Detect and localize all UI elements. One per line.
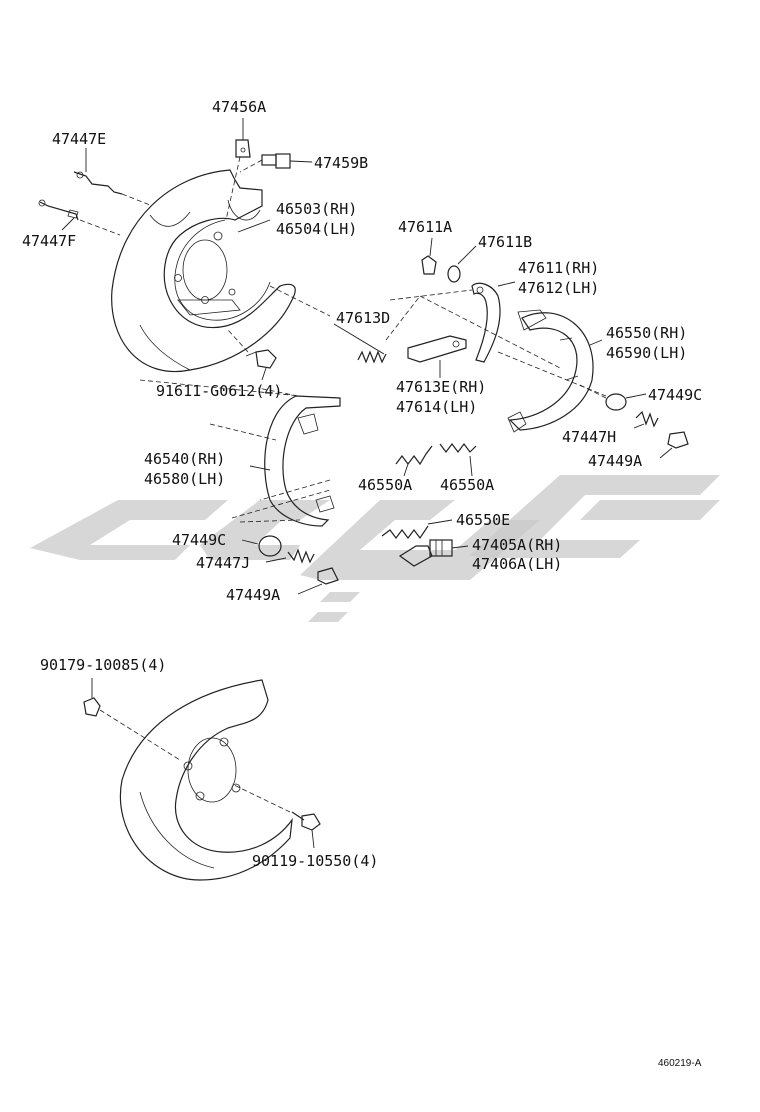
label-47406A: 47406A(LH) — [472, 555, 562, 573]
part-47449C-washer-left — [239, 519, 301, 557]
label-90119: 90119-10550(4) — [252, 852, 378, 870]
assembly-dashed-lines — [139, 285, 607, 519]
label-47449A-right: 47449A — [588, 452, 642, 470]
watermark-logo — [30, 475, 720, 622]
part-46540-shoe — [249, 387, 341, 527]
part-47613D-spring — [333, 295, 421, 364]
part-47449C-washer-right — [579, 384, 647, 411]
part-90119-bolt — [231, 783, 321, 849]
label-47459B: 47459B — [314, 154, 368, 172]
part-47447H-spring — [633, 410, 659, 429]
part-47611B-pin — [447, 245, 477, 283]
part-46550E-spring — [381, 519, 453, 540]
part-47611A-clip — [421, 237, 437, 275]
part-47449A-cup-left — [297, 567, 339, 595]
label-46550A-2: 46550A — [440, 476, 494, 494]
label-46580: 46580(LH) — [144, 470, 225, 488]
part-46550-shoe — [507, 309, 603, 433]
part-47459B-bleeder — [239, 153, 313, 173]
part-47447J-spring — [265, 548, 315, 564]
label-91611: 91611-G0612(4) — [156, 382, 282, 400]
part-46550A-spring-2 — [439, 443, 477, 477]
label-46550E: 46550E — [456, 511, 510, 529]
label-47405A: 47405A(RH) — [472, 536, 562, 554]
leader-46503 — [237, 219, 271, 233]
label-47611A: 47611A — [398, 218, 452, 236]
label-47449C-left: 47449C — [172, 531, 226, 549]
label-47611: 47611(RH) — [518, 259, 599, 277]
label-47447F: 47447F — [22, 232, 76, 250]
lower-dust-shield — [119, 679, 293, 881]
label-47613E: 47613E(RH) — [396, 378, 486, 396]
label-47447E: 47447E — [52, 130, 106, 148]
part-46550A-spring-1 — [395, 445, 433, 477]
label-46504: 46504(LH) — [276, 220, 357, 238]
reference-code: 460219-A — [658, 1058, 702, 1069]
label-46550A-1: 46550A — [358, 476, 412, 494]
label-47612: 47612(LH) — [518, 279, 599, 297]
label-47449C-right: 47449C — [648, 386, 702, 404]
label-47614: 47614(LH) — [396, 398, 477, 416]
part-labels: 47456A 47447E 47459B 46503(RH) 46504(LH)… — [22, 98, 702, 1069]
label-47447J: 47447J — [196, 554, 250, 572]
part-47456A-clip — [225, 118, 251, 221]
part-47613E-strut — [407, 335, 467, 378]
upper-backing-plate — [111, 169, 296, 373]
label-46503: 46503(RH) — [276, 200, 357, 218]
part-47449A-cup-right — [659, 431, 689, 459]
label-47611B: 47611B — [478, 233, 532, 251]
label-90179: 90179-10085(4) — [40, 656, 166, 674]
label-47613D: 47613D — [336, 309, 390, 327]
label-47449A-left: 47449A — [226, 586, 280, 604]
part-47447F-rod — [38, 199, 121, 236]
label-47456A: 47456A — [212, 98, 266, 116]
part-47611-lever — [419, 281, 561, 369]
part-90179-nut — [83, 678, 181, 761]
part-47447E-rod — [73, 148, 151, 206]
label-46590: 46590(LH) — [606, 344, 687, 362]
label-47447H: 47447H — [562, 428, 616, 446]
part-47405A-adjuster — [398, 539, 469, 567]
part-91611-bolt — [227, 329, 277, 381]
label-46540: 46540(RH) — [144, 450, 225, 468]
label-46550: 46550(RH) — [606, 324, 687, 342]
